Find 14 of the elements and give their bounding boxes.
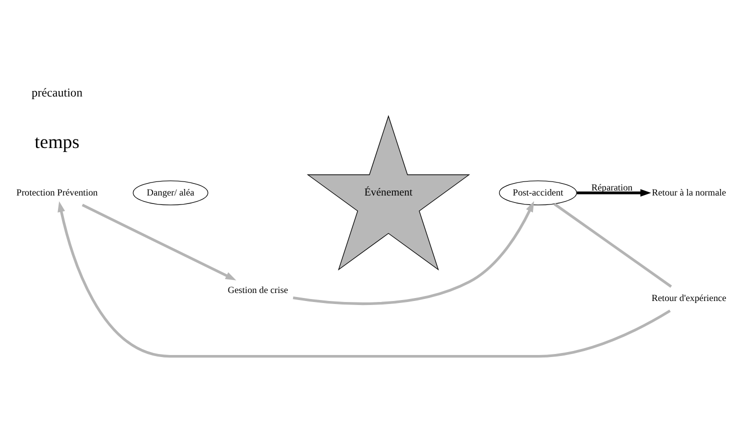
arrow [576,189,652,197]
label: temps [34,132,80,153]
node-ellipse: Danger/ aléa [132,180,208,206]
label: précaution [32,86,82,100]
connector [554,202,672,288]
arrow [58,201,671,358]
edge-label: Réparation [591,183,632,194]
node-ellipse: Post-accident [499,180,577,206]
node-text: Retour à la normale [652,188,726,198]
arrow [82,204,236,280]
node-text: Retour d'expérience [652,294,726,304]
node-text: Protection Prévention [16,188,98,198]
node-text: Gestion de crise [228,286,288,296]
arrow [292,201,534,306]
